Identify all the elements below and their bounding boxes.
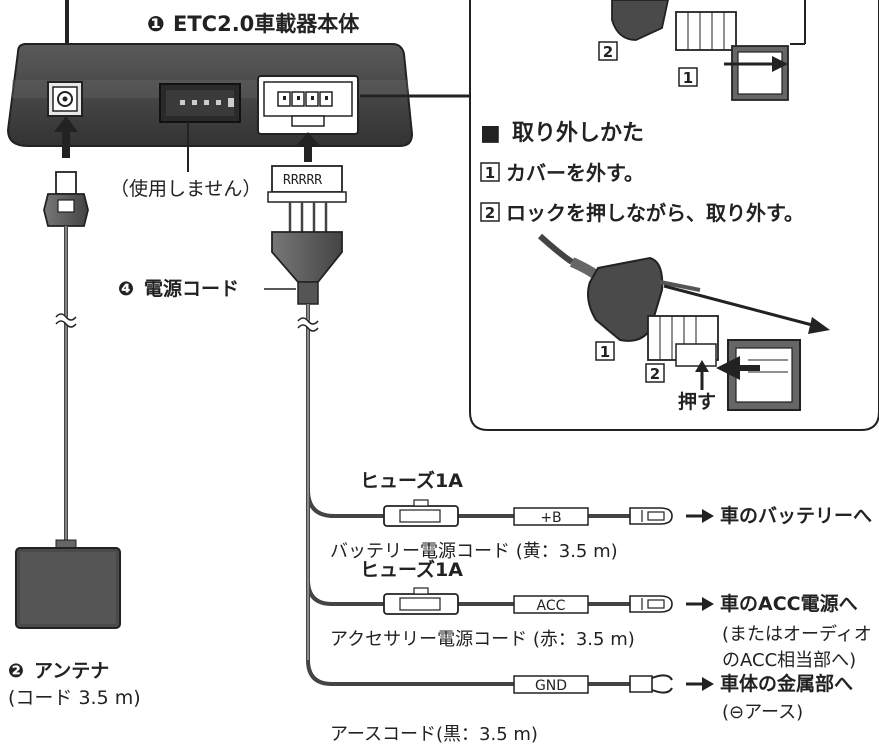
removal-heading: ■ 取り外しかた	[480, 120, 644, 146]
unused-port-label: （使用しません）	[110, 178, 261, 200]
caption-acc: アクセサリー電源コード (赤：3.5 m)	[330, 629, 635, 650]
svg-text:RRRRR: RRRRR	[283, 173, 322, 188]
removal-top-label-2: 2	[598, 41, 618, 61]
svg-text:取り外しかた: 取り外しかた	[512, 120, 644, 146]
svg-text:❹: ❹	[118, 278, 134, 300]
svg-text:❷: ❷	[8, 660, 24, 682]
svg-text:2: 2	[603, 43, 613, 61]
destination-ground-note: (⊖アース)	[722, 702, 803, 723]
antenna-insert-arrow	[54, 116, 78, 158]
power-plug: RRRRR	[267, 165, 347, 305]
power-trunk-cable	[306, 304, 380, 686]
svg-text:1: 1	[683, 69, 693, 87]
push-label: 押す	[678, 390, 716, 413]
svg-text:■: ■	[480, 121, 501, 146]
unit-title: ❶ ETC2.0車載器本体	[147, 12, 360, 36]
power-cord-label: ❹ 電源コード	[118, 277, 239, 300]
svg-text:1: 1	[600, 343, 610, 361]
removal-step-2: 2 ロックを押しながら、取り外す。	[480, 201, 804, 225]
cable-acc	[330, 587, 714, 615]
removal-bottom-label-2: 2	[645, 363, 665, 383]
svg-text:2: 2	[650, 365, 660, 383]
power-cable-break	[295, 318, 321, 330]
unused-port	[159, 83, 241, 123]
cable-ground	[330, 674, 714, 694]
antenna-port	[47, 81, 83, 117]
removal-bottom-label-1: 1	[595, 341, 615, 361]
tag-acc: ACC	[537, 598, 566, 614]
destination-acc-note-2: のACC相当部へ)	[722, 650, 856, 671]
antenna-body	[15, 539, 121, 629]
antenna-label: ❷ アンテナ	[8, 660, 109, 682]
power-port	[257, 75, 359, 135]
svg-text:❶: ❶	[147, 12, 165, 36]
tag-ground: GND	[535, 678, 567, 694]
antenna-cable-break	[53, 314, 79, 326]
tag-battery: +B	[540, 510, 561, 526]
destination-acc: 車のACC電源へ	[720, 592, 858, 615]
cable-battery	[330, 499, 714, 527]
removal-step-1: 1 カバーを外す。	[480, 161, 644, 185]
removal-illustration-bottom	[537, 233, 830, 411]
removal-top-label-1: 1	[678, 67, 698, 87]
svg-text:1: 1	[485, 164, 495, 182]
caption-ground: アースコード(黒：3.5 m)	[330, 724, 538, 745]
svg-text:電源コード: 電源コード	[144, 277, 239, 300]
destination-battery: 車のバッテリーへ	[720, 504, 872, 527]
removal-illustration-top	[611, 0, 806, 101]
antenna-plug	[43, 171, 89, 227]
svg-text:アンテナ: アンテナ	[34, 660, 109, 682]
destination-acc-note-1: (またはオーディオ	[722, 624, 872, 645]
destination-ground: 車体の金属部へ	[720, 672, 853, 695]
svg-text:カバーを外す。: カバーを外す。	[506, 161, 644, 185]
fuse-label-acc: ヒューズ1A	[360, 558, 463, 581]
removal-panel	[469, 0, 879, 431]
fuse-label-battery: ヒューズ1A	[360, 469, 463, 492]
svg-text:2: 2	[485, 204, 495, 222]
caption-battery: バッテリー電源コード (黄：3.5 m)	[330, 541, 618, 562]
power-insert-arrow	[296, 132, 320, 162]
svg-text:ETC2.0車載器本体: ETC2.0車載器本体	[173, 12, 360, 36]
antenna-cord-length: (コード 3.5 m)	[8, 687, 141, 709]
svg-text:ロックを押しながら、取り外す。: ロックを押しながら、取り外す。	[506, 201, 804, 225]
